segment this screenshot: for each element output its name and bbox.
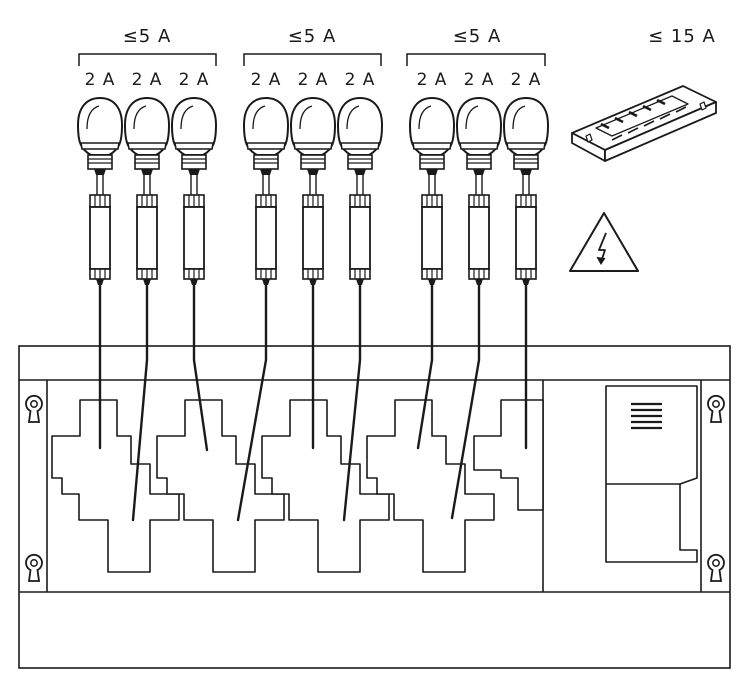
terminal-block (261, 399, 390, 573)
group-1-bracket (78, 53, 217, 66)
terminal-blocks (51, 399, 544, 573)
cable (236, 283, 268, 522)
group-3-bracket (406, 53, 546, 66)
led-bulb-icon (456, 97, 502, 286)
led-driver-icon (571, 85, 717, 162)
cables (98, 283, 528, 522)
group-2: ≤5 A 2 A 2 A 2 A (243, 26, 382, 90)
group-2-bulb-2-rating: 2 A (298, 70, 329, 90)
terminal-block (51, 399, 180, 573)
group-3-bulb-1-rating: 2 A (417, 70, 448, 90)
group-1-bulb-1-rating: 2 A (85, 70, 116, 90)
group-3: ≤5 A 2 A 2 A 2 A (406, 26, 546, 90)
group-2-limit-label: ≤5 A (288, 26, 337, 47)
driver-limit-label: ≤ 15 A (648, 26, 716, 47)
led-bulb-icon (124, 97, 170, 286)
terminal-block (156, 399, 285, 573)
group-3-bulb-3-rating: 2 A (511, 70, 542, 90)
keyhole-mount-icon (707, 553, 725, 582)
group-1-bulb-2-rating: 2 A (132, 70, 163, 90)
led-bulb-icon (503, 97, 549, 286)
cable (450, 283, 481, 520)
group-3-bulb-2-rating: 2 A (464, 70, 495, 90)
keyhole-mount-icon (25, 394, 43, 423)
group-1-limit-label: ≤5 A (123, 26, 172, 47)
cable (192, 283, 209, 452)
group-1-bulb-3-rating: 2 A (179, 70, 210, 90)
junction-box-outer (18, 345, 731, 669)
led-bulb-icon (409, 97, 455, 286)
cable (342, 283, 362, 522)
group-2-bulb-3-rating: 2 A (345, 70, 376, 90)
led-bulb-icon (171, 97, 217, 286)
high-voltage-warning-icon (569, 212, 639, 272)
group-2-bulb-1-rating: 2 A (251, 70, 282, 90)
driver-slot (605, 385, 698, 563)
group-3-limit-label: ≤5 A (453, 26, 502, 47)
led-bulb-icon (337, 97, 383, 286)
led-bulb-icon (77, 97, 123, 286)
cable (416, 283, 434, 450)
group-1: ≤5 A 2 A 2 A 2 A (78, 26, 217, 90)
led-bulb-icon (290, 97, 336, 286)
led-bulb-icon (243, 97, 289, 286)
cable (131, 283, 149, 522)
terminal-block (366, 399, 495, 573)
group-2-bracket (243, 53, 382, 66)
vent-grille-icon (631, 402, 662, 430)
bulbs (77, 97, 549, 286)
keyhole-mount-icon (707, 394, 725, 423)
keyhole-mount-icon (25, 553, 43, 582)
